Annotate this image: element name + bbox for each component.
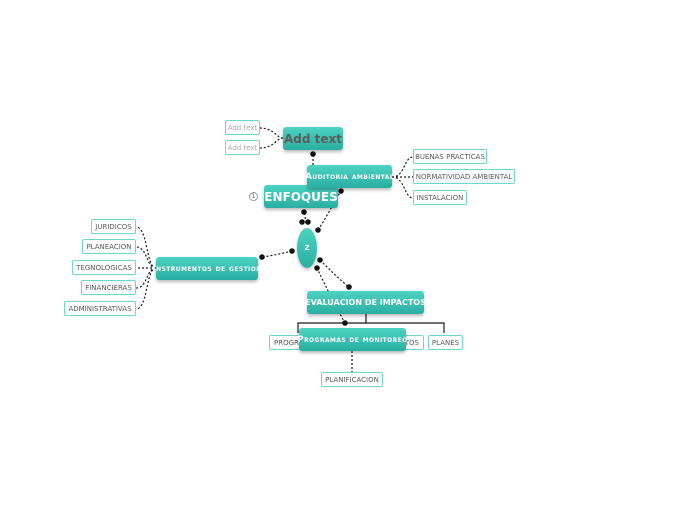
connector-dot <box>338 188 344 194</box>
connector-dot <box>317 257 323 263</box>
central-topic-label: Z <box>304 244 310 252</box>
subtopic-normatividad-ambiental[interactable]: NORMATIVIDAD AMBIENTAL <box>413 169 515 184</box>
connector-instrumentos-children <box>135 226 157 310</box>
connector-dot <box>346 284 352 290</box>
topic-add-text[interactable]: Add text <box>283 127 343 150</box>
topic-auditoria-ambiental[interactable]: Auditoria ambiental <box>304 165 395 188</box>
connector-dot <box>342 320 348 326</box>
subtopic-planeacion[interactable]: PLANEACION <box>82 239 136 254</box>
subtopic-financieras[interactable]: FINANCIERAS <box>81 280 136 295</box>
subtopic-instalacion[interactable]: INSTALACION <box>413 190 467 205</box>
connector-center-auditoria <box>317 190 342 231</box>
topic-evaluacion-de-impactos[interactable]: EVALUACION DE IMPACTOS <box>305 291 426 314</box>
connector-center-instrumentos <box>261 250 293 258</box>
topic-instrumentos-de-gestion[interactable]: Instrumentos de gestion <box>152 257 261 280</box>
connector-center-evaluacion <box>319 259 350 288</box>
connector-evaluacion-children <box>297 313 445 333</box>
connector-dot <box>301 209 307 215</box>
collapsed-count-badge[interactable]: 1 <box>249 192 258 201</box>
connector-auditoria-children <box>391 156 414 199</box>
connector-dot <box>299 219 305 225</box>
topic-add-text-label: Add text <box>284 131 342 146</box>
connector-dot <box>259 254 265 260</box>
connector-dot <box>289 248 295 254</box>
subtopic-administrativas[interactable]: ADMINISTRATIVAS <box>64 301 136 316</box>
subtopic-add-text-2[interactable]: Add text <box>225 140 260 155</box>
connector-dot <box>310 151 316 157</box>
central-topic[interactable]: Z <box>297 228 317 268</box>
topic-evaluacion-label: EVALUACION DE IMPACTOS <box>305 298 426 307</box>
connector-dot <box>305 219 311 225</box>
connector-dot <box>314 265 320 271</box>
subtopic-planes[interactable]: PLANES <box>428 335 463 350</box>
connector-dot <box>315 227 321 233</box>
connector-center-programas <box>316 267 346 324</box>
subtopic-tegnologicas[interactable]: TEGNOLOGICAS <box>72 260 136 275</box>
topic-auditoria-label: Auditoria ambiental <box>304 171 395 182</box>
subtopic-planificacion[interactable]: PLANIFICACION <box>321 372 383 387</box>
subtopic-add-text-1[interactable]: Add text <box>225 120 260 135</box>
topic-instrumentos-label: Instrumentos de gestion <box>152 263 262 274</box>
topic-programas-de-monitoreo[interactable]: Programas de monitoreo <box>297 328 408 351</box>
topic-enfoques[interactable]: ENFOQUES <box>264 185 338 208</box>
connector-addtext-children <box>258 127 284 149</box>
subtopic-juridicos[interactable]: JURIDICOS <box>91 219 136 234</box>
subtopic-buenas-practicas[interactable]: BUENAS PRACTICAS <box>413 149 487 164</box>
topic-enfoques-label: ENFOQUES <box>264 189 338 204</box>
topic-programas-label: Programas de monitoreo <box>297 334 408 345</box>
